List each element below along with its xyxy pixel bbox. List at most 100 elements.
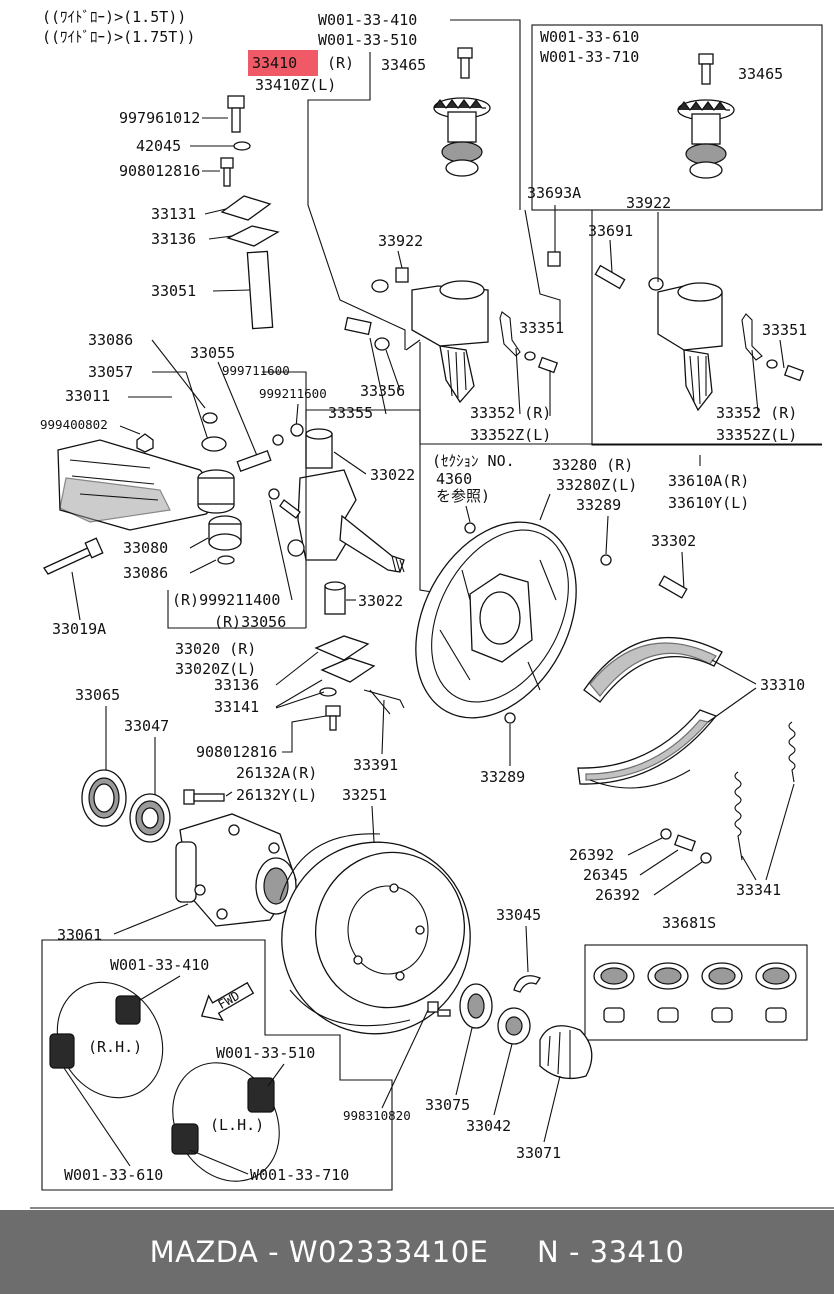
part-908012816-b[interactable]: 908012816 (196, 743, 277, 761)
bushings-lower (43, 515, 242, 575)
part-33051[interactable]: 33051 (151, 282, 196, 300)
part-33289-b[interactable]: 33289 (480, 768, 525, 786)
brake-drum-33251 (279, 833, 471, 1035)
part-33047[interactable]: 33047 (124, 717, 169, 735)
footer-bar: MAZDA - W02333410E N - 33410 (0, 1210, 834, 1294)
part-33341[interactable]: 33341 (736, 881, 781, 899)
part-w001-33-410-inset[interactable]: W001-33-410 (110, 956, 209, 974)
part-33352-b[interactable]: 33352 (R) (716, 404, 797, 422)
part-33310[interactable]: 33310 (760, 676, 805, 694)
part-33693a[interactable]: 33693A (527, 184, 581, 202)
note-wide-low-1: ((ﾜｲﾄﾞﾛｰ)>(1.5T)) (42, 8, 186, 26)
bushing-lh-view (171, 1062, 285, 1182)
part-33019a[interactable]: 33019A (52, 620, 106, 638)
wheel-cylinder-left (547, 251, 805, 412)
part-999400802[interactable]: 999400802 (40, 417, 108, 432)
part-33061[interactable]: 33061 (57, 926, 102, 944)
highlight-box (248, 50, 318, 76)
part-33131[interactable]: 33131 (151, 205, 196, 223)
bushing-rh-view (49, 975, 181, 1099)
kingpin-bearing-right (433, 97, 491, 177)
part-33391[interactable]: 33391 (353, 756, 398, 774)
part-33042[interactable]: 33042 (466, 1117, 511, 1135)
part-33065[interactable]: 33065 (75, 686, 120, 704)
part-w001-33-710-box[interactable]: W001-33-710 (540, 48, 639, 66)
part-33251[interactable]: 33251 (342, 786, 387, 804)
part-33011[interactable]: 33011 (65, 387, 110, 405)
part-33080[interactable]: 33080 (123, 539, 168, 557)
part-33056[interactable]: (R)33056 (214, 613, 286, 631)
part-33465-b[interactable]: 33465 (738, 65, 783, 83)
part-33352-a[interactable]: 33352 (R) (470, 404, 551, 422)
part-33057[interactable]: 33057 (88, 363, 133, 381)
part-33055[interactable]: 33055 (190, 344, 235, 362)
part-33410z[interactable]: 33410Z(L) (255, 76, 336, 94)
part-999211600[interactable]: 999211600 (259, 386, 327, 401)
part-33075[interactable]: 33075 (425, 1096, 470, 1114)
part-w001-33-610-box[interactable]: W001-33-610 (540, 28, 639, 46)
part-998310820[interactable]: 998310820 (343, 1108, 411, 1123)
hub-bolt-26132 (183, 789, 233, 805)
part-26345[interactable]: 26345 (583, 866, 628, 884)
part-33071[interactable]: 33071 (516, 1144, 561, 1162)
part-33280z[interactable]: 33280Z(L) (556, 476, 637, 494)
part-33020[interactable]: 33020 (R) (175, 640, 256, 658)
part-33289-a[interactable]: 33289 (576, 496, 621, 514)
part-997961012[interactable]: 997961012 (119, 109, 200, 127)
part-26132y[interactable]: 26132Y(L) (236, 786, 317, 804)
part-33352z-b[interactable]: 33352Z(L) (716, 426, 797, 444)
part-w001-33-610-inset[interactable]: W001-33-610 (64, 1166, 163, 1184)
part-26392-b[interactable]: 26392 (595, 886, 640, 904)
part-33355[interactable]: 33355 (328, 404, 373, 422)
part-33045[interactable]: 33045 (496, 906, 541, 924)
leaders-bottom (381, 1009, 561, 1143)
part-26392-a[interactable]: 26392 (569, 846, 614, 864)
cotter-pin-33045 (513, 975, 541, 993)
part-33922-a[interactable]: 33922 (378, 232, 423, 250)
part-999711600[interactable]: 999711600 (222, 363, 290, 378)
part-33086-a[interactable]: 33086 (88, 331, 133, 349)
wheel-hub-33061 (175, 813, 297, 927)
leader (333, 451, 367, 475)
part-w001-33-410-top[interactable]: W001-33-410 (318, 11, 417, 29)
cap-33071 (539, 1025, 593, 1080)
leader (269, 499, 293, 601)
leader (113, 903, 189, 935)
part-33356[interactable]: 33356 (360, 382, 405, 400)
part-33691[interactable]: 33691 (588, 222, 633, 240)
part-33352z-a[interactable]: 33352Z(L) (470, 426, 551, 444)
part-42045[interactable]: 42045 (136, 137, 181, 155)
springs-33341 (660, 721, 796, 864)
footer-part-number: MAZDA - W02333410E N - 33410 (149, 1235, 685, 1269)
part-33022-b[interactable]: 33022 (358, 592, 403, 610)
part-33020z[interactable]: 33020Z(L) (175, 660, 256, 678)
leader (525, 925, 529, 973)
part-33022-a[interactable]: 33022 (370, 466, 415, 484)
group-box-upper (531, 24, 823, 211)
part-33681s[interactable]: 33681S (662, 914, 716, 932)
part-w001-33-510-top[interactable]: W001-33-510 (318, 31, 417, 49)
part-w001-33-710-inset[interactable]: W001-33-710 (250, 1166, 349, 1184)
part-908012816-a[interactable]: 908012816 (119, 162, 200, 180)
part-26132a[interactable]: 26132A(R) (236, 764, 317, 782)
part-33465-a[interactable]: 33465 (381, 56, 426, 74)
note-wide-low-2: ((ﾜｲﾄﾞﾛｰ)>(1.75T)) (42, 28, 195, 46)
part-33410-r-suffix: (R) (327, 54, 354, 72)
part-999211400[interactable]: (R)999211400 (172, 591, 280, 609)
part-33610a[interactable]: 33610A(R) (668, 472, 749, 490)
part-33136-b[interactable]: 33136 (214, 676, 259, 694)
part-33351-a[interactable]: 33351 (519, 319, 564, 337)
part-33280[interactable]: 33280 (R) (552, 456, 633, 474)
part-33610y[interactable]: 33610Y(L) (668, 494, 749, 512)
part-33922-b[interactable]: 33922 (626, 194, 671, 212)
part-33136-a[interactable]: 33136 (151, 230, 196, 248)
part-33086-b[interactable]: 33086 (123, 564, 168, 582)
part-33410-highlighted[interactable]: 33410 (252, 54, 297, 72)
part-33302[interactable]: 33302 (651, 532, 696, 550)
part-33141[interactable]: 33141 (214, 698, 259, 716)
part-w001-33-510-inset[interactable]: W001-33-510 (216, 1044, 315, 1062)
bolt-33465-a (457, 47, 473, 79)
section-note-3: を参照) (436, 487, 490, 505)
part-33351-b[interactable]: 33351 (762, 321, 807, 339)
